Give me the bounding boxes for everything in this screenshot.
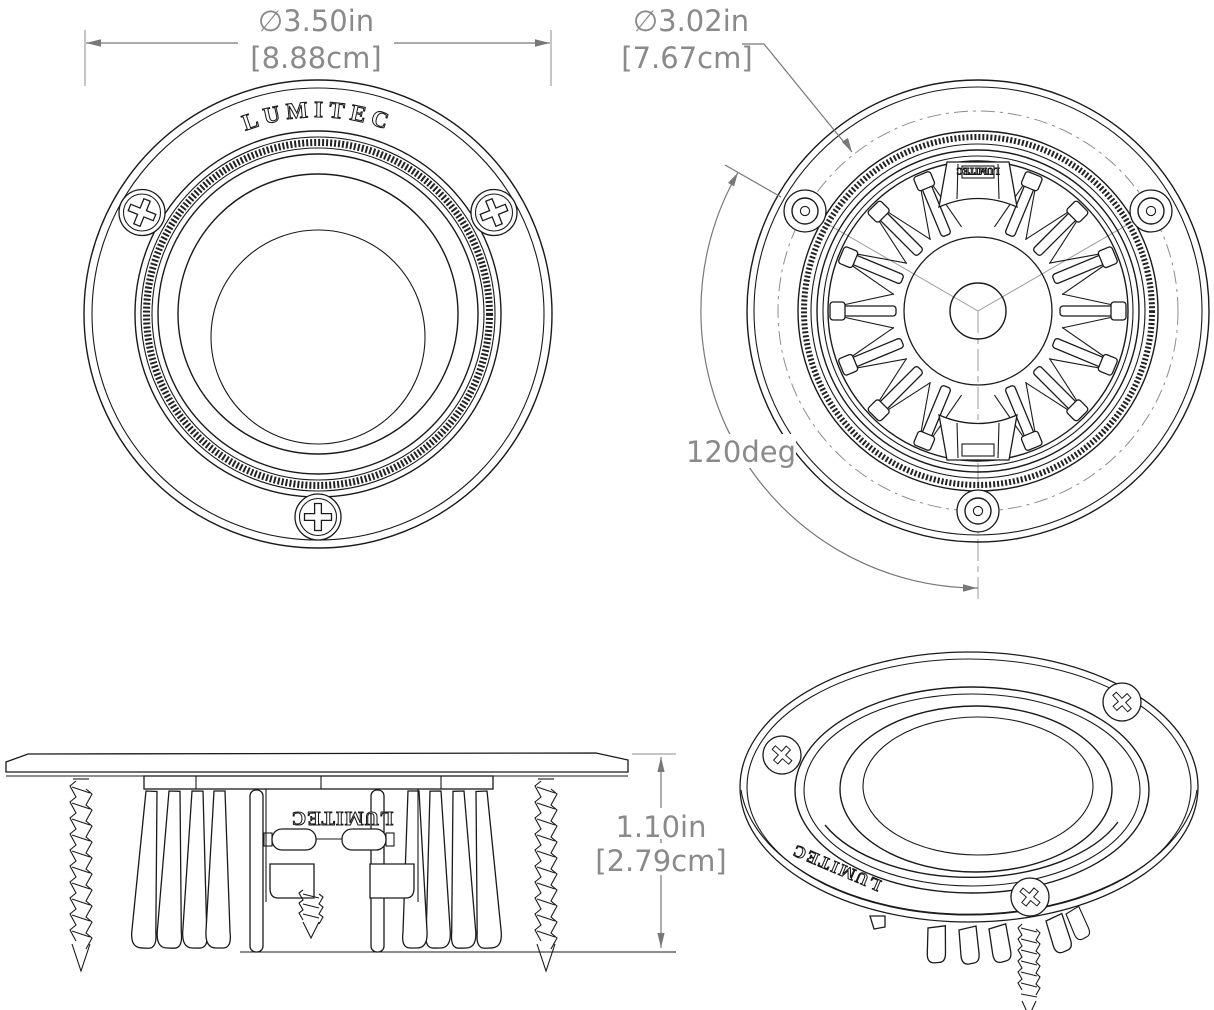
perspective-fins — [869, 904, 1092, 1010]
beam-angle-label: 120deg — [686, 435, 796, 469]
front-diameter-dimension: ∅3.50in [8.88cm] — [84, 2, 552, 86]
led-center-outline — [949, 282, 1007, 340]
perspective-view: LUMITEC — [739, 651, 1199, 1010]
back-screw-top-left — [783, 189, 827, 233]
side-dim-inches: 1.10in — [615, 810, 706, 844]
side-mount-screw-left — [69, 778, 93, 972]
wire-terminal-left — [271, 828, 317, 851]
back-diameter-dimension: ∅3.02in [7.67cm] — [621, 4, 853, 153]
back-screw-top-right — [1129, 189, 1173, 233]
bolt-circle-centerline — [777, 110, 1179, 512]
wire-terminal-right — [341, 828, 387, 851]
perspective-screw-shaft — [1017, 923, 1041, 1010]
side-brand-logo: LUMITEC — [291, 807, 394, 829]
side-view: LUMITEC — [5, 752, 676, 972]
front-dim-inches: ∅3.50in — [258, 4, 374, 38]
back-screw-bottom — [956, 489, 1000, 533]
perspective-screw-bottom — [1010, 877, 1050, 917]
side-height-dimension: 1.10in [2.79cm] — [595, 753, 727, 948]
side-flange — [5, 752, 629, 773]
heatsink-fin-ring: LUMITEC — [829, 161, 1127, 461]
perspective-screw-left — [762, 735, 802, 775]
back-brand-small: LUMITEC — [956, 166, 999, 176]
front-view: LUMITEC — [83, 79, 553, 549]
back-view: LUMITEC — [746, 79, 1210, 602]
perspective-screw-top-right — [1102, 682, 1142, 722]
side-housing: LUMITEC — [263, 789, 419, 939]
side-mount-screw-right — [534, 778, 558, 972]
back-dim-inches: ∅3.02in — [633, 4, 749, 38]
front-screw-top-right — [470, 188, 518, 237]
side-dim-cm: [2.79cm] — [595, 844, 726, 878]
back-dim-cm: [7.67cm] — [621, 41, 752, 75]
front-brand-logo: LUMITEC — [239, 97, 397, 136]
beam-angle-dimension: 120deg — [686, 164, 979, 592]
led-plate-outline — [903, 236, 1053, 386]
front-screw-top-left — [118, 188, 166, 237]
front-dim-cm: [8.88cm] — [250, 41, 381, 75]
lens-dome-outline — [210, 229, 426, 445]
front-screw-bottom — [294, 493, 342, 541]
